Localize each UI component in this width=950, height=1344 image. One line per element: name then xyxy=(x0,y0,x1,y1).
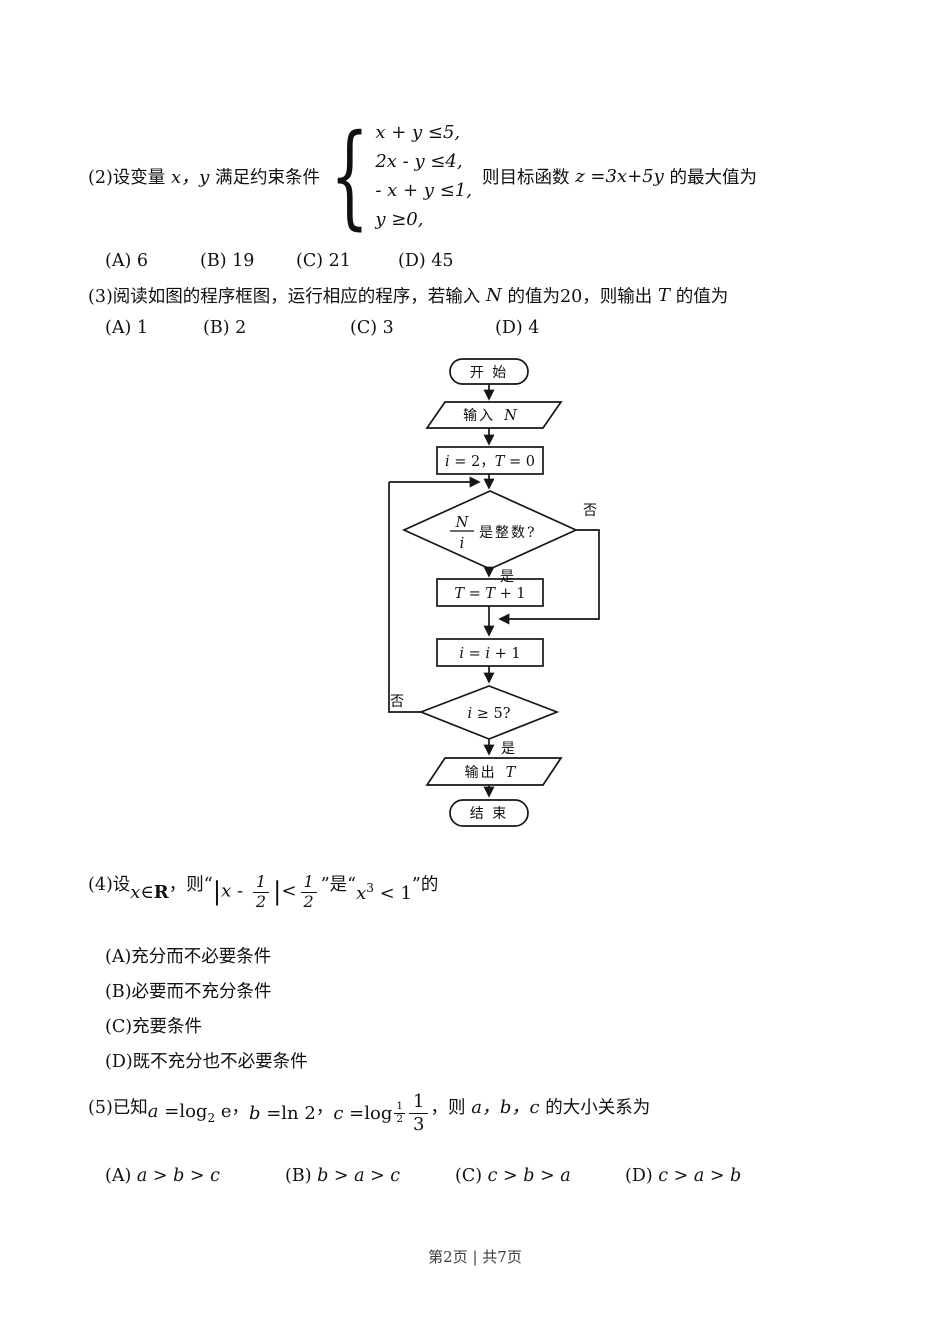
q3-option-d: (D) 4 xyxy=(495,318,540,338)
constraint-system: x + y ≤5, 2x - y ≤4, - x + y ≤1, y ≥0, xyxy=(375,118,472,234)
q2-option-c: (C) 21 xyxy=(296,251,351,271)
q5-option-b: (B) b > a > c xyxy=(285,1166,401,1186)
q3-var-n: N xyxy=(480,284,508,306)
q5-separator-1: ， xyxy=(231,1097,249,1118)
q3-text-1: (3)阅读如图的程序框图，运行相应的程序，若输入 xyxy=(88,286,481,307)
label-no-1: 否 xyxy=(583,503,599,519)
q5-option-a: (A) a > b > c xyxy=(105,1166,220,1186)
q2-text-2: 满足约束条件 xyxy=(215,167,321,188)
question-3-options: (A) 1 (B) 2 (C) 3 (D) 4 xyxy=(0,318,950,344)
decision-2-text: i ≥ 5? xyxy=(467,706,510,722)
q2-text-3: 则目标函数 xyxy=(481,167,570,188)
constraint-line-3: - x + y ≤1, xyxy=(375,180,472,201)
label-yes-2: 是 xyxy=(501,741,517,757)
q2-option-a: (A) 6 xyxy=(105,251,148,271)
q4-option-c: (C)充要条件 xyxy=(105,1017,203,1037)
q2-text-4: 的最大值为 xyxy=(669,167,758,188)
q4-text-1: (4)设 xyxy=(88,874,131,895)
q5-text-1: (5)已知 xyxy=(88,1097,148,1118)
label-yes-1: 是 xyxy=(500,569,516,585)
q3-text-2: 的值为20，则输出 xyxy=(507,286,653,307)
q5-option-c: (C) c > b > a xyxy=(455,1166,571,1186)
question-5-options: (A) a > b > c (B) b > a > c (C) c > b > … xyxy=(0,1166,950,1192)
q2-text-1: (2)设变量 xyxy=(88,167,166,188)
output-parallelogram xyxy=(425,757,563,786)
q3-text-3: 的值为 xyxy=(675,286,729,307)
q2-variables: x，y xyxy=(165,167,216,188)
label-no-2: 否 xyxy=(390,694,406,710)
question-3: (3)阅读如图的程序框图，运行相应的程序，若输入 N 的值为20，则输出 T 的… xyxy=(88,283,728,307)
q4-text-4: ”的 xyxy=(411,874,439,895)
loop-line-left xyxy=(388,482,421,713)
i-increment-label: i = i + 1 xyxy=(459,646,520,662)
q4-cube-inequality: x3 < 1 xyxy=(356,880,412,904)
q3-var-t: T xyxy=(652,284,676,306)
t-increment-box xyxy=(436,578,544,607)
q5-separator-2: ， xyxy=(315,1097,334,1118)
i-increment-box xyxy=(436,638,544,667)
q5-list: a，b，c xyxy=(465,1097,546,1118)
q5-option-d: (D) c > a > b xyxy=(625,1166,742,1186)
q5-def-a: a =log2 e xyxy=(147,1101,232,1125)
t-increment-label: T = T + 1 xyxy=(454,586,525,602)
decision-1-text: 是整数? xyxy=(479,525,537,541)
q2-option-d: (D) 45 xyxy=(398,251,454,271)
input-parallelogram xyxy=(425,401,563,429)
q5-def-b: b =ln 2 xyxy=(248,1102,316,1124)
q2-option-b: (B) 19 xyxy=(200,251,255,271)
question-2-options: (A) 6 (B) 19 (C) 21 (D) 45 xyxy=(0,251,950,277)
no-branch-right xyxy=(498,529,600,625)
end-terminator xyxy=(449,799,529,827)
q4-option-a: (A)充分而不必要条件 xyxy=(105,947,272,967)
decision-1-numerator: N xyxy=(455,515,470,531)
q4-option-b: (B)必要而不充分条件 xyxy=(105,982,272,1002)
q3-option-a: (A) 1 xyxy=(105,318,148,338)
q2-objective: z =3x+5y xyxy=(569,165,670,187)
constraint-line-1: x + y ≤5, xyxy=(375,122,461,143)
q4-text-3: ”是“ xyxy=(320,874,357,895)
q5-text-3: 的大小关系为 xyxy=(545,1097,651,1118)
q3-option-c: (C) 3 xyxy=(350,318,394,338)
end-label: 结 束 xyxy=(470,806,508,822)
init-label: i = 2，T = 0 xyxy=(445,454,535,470)
init-box xyxy=(436,446,544,475)
constraint-line-2: 2x - y ≤4, xyxy=(375,151,463,172)
left-brace: { xyxy=(330,110,370,241)
q4-x-in-r: x∈R xyxy=(130,881,169,903)
start-label: 开 始 xyxy=(470,365,508,381)
q3-option-b: (B) 2 xyxy=(203,318,247,338)
decision-1-denominator: i xyxy=(460,536,465,552)
page-number-footer: 第2页 | 共7页 xyxy=(428,1248,522,1266)
q4-option-d: (D)既不充分也不必要条件 xyxy=(105,1052,308,1072)
constraint-line-4: y ≥0, xyxy=(375,209,424,230)
question-2: (2)设变量 x，y 满足约束条件 { x + y ≤5, 2x - y ≤4,… xyxy=(88,112,757,240)
q5-text-2: ，则 xyxy=(430,1097,466,1118)
q4-text-2: ，则“ xyxy=(168,874,213,895)
